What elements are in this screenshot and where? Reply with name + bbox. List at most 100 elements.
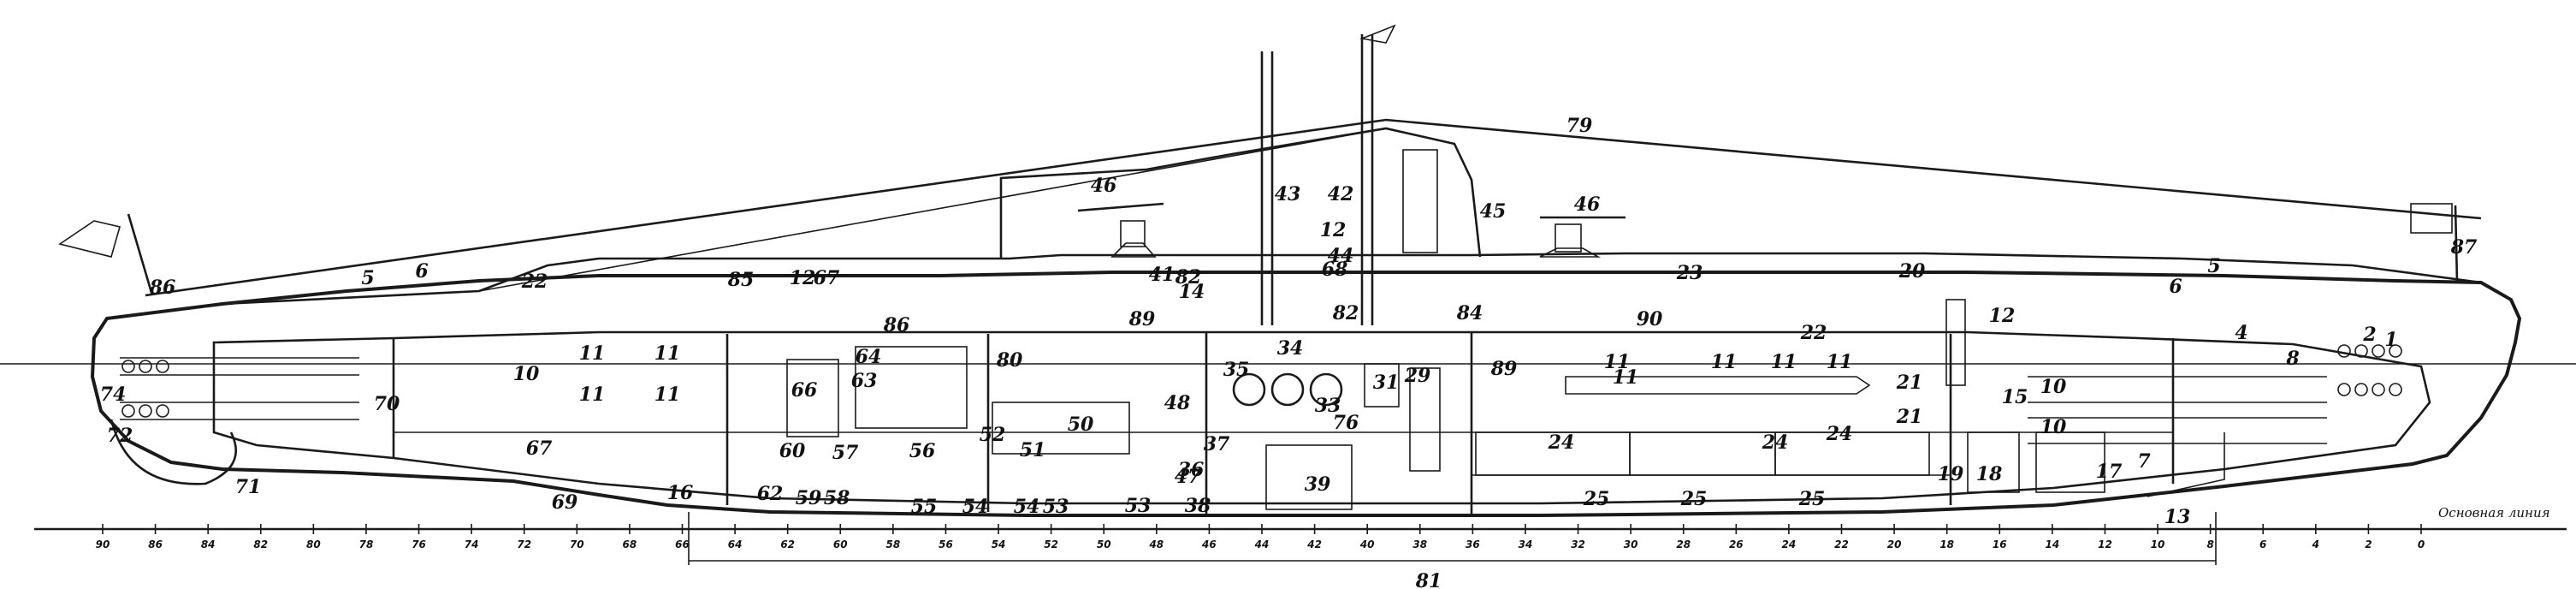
callout-70: 70 <box>374 393 400 415</box>
scale-label: 56 <box>939 538 953 550</box>
callout-89: 89 <box>1490 358 1518 380</box>
callout-69: 69 <box>552 491 578 514</box>
scale-label: 38 <box>1412 538 1427 550</box>
callout-6: 6 <box>415 260 428 283</box>
callout-52: 52 <box>980 424 1006 446</box>
callout-22: 22 <box>1800 322 1827 344</box>
callout-50: 50 <box>1068 413 1094 436</box>
callout-74: 74 <box>100 384 127 406</box>
callout-35: 35 <box>1223 359 1250 381</box>
scale-label: 54 <box>992 538 1006 550</box>
callout-47: 47 <box>1175 466 1201 488</box>
callout-11: 11 <box>1827 351 1853 373</box>
callout-58: 58 <box>824 487 850 509</box>
scale-label: 52 <box>1044 538 1058 550</box>
scale-label: 48 <box>1148 538 1164 550</box>
forward-gun <box>1077 202 1164 258</box>
scale-label: 8 <box>2206 538 2213 550</box>
scale-label: 82 <box>253 538 268 550</box>
callout-34: 34 <box>1277 337 1304 360</box>
scale-label: 42 <box>1306 538 1322 550</box>
scale-label: 14 <box>2046 538 2060 550</box>
callout-1: 1 <box>2384 329 2397 351</box>
scale-label: 78 <box>359 538 374 550</box>
callout-6: 6 <box>2169 276 2182 298</box>
callout-11: 11 <box>1613 366 1639 389</box>
callout-31: 31 <box>1373 372 1400 394</box>
callout-11: 11 <box>654 384 681 406</box>
aft-gun <box>1539 216 1626 258</box>
callout-62: 62 <box>757 483 784 505</box>
scale-label: 76 <box>412 538 426 550</box>
callout-24: 24 <box>1826 423 1853 445</box>
callout-22: 22 <box>521 271 548 293</box>
scale-label: 18 <box>1939 538 1954 550</box>
bow-bulb <box>110 419 237 485</box>
callout-12: 12 <box>1989 305 2016 327</box>
callout-79: 79 <box>1566 115 1593 137</box>
callout-14: 14 <box>1179 281 1205 303</box>
callout-60: 60 <box>779 440 806 462</box>
callout-5: 5 <box>2207 255 2220 277</box>
scale-label: 30 <box>1624 538 1638 550</box>
callout-46: 46 <box>1091 175 1117 197</box>
scale-label: 28 <box>1676 538 1691 550</box>
scale-label: 40 <box>1359 538 1375 550</box>
callout-76: 76 <box>1333 412 1359 434</box>
outer-hull <box>90 271 2522 517</box>
stern-torpedo-tubes <box>2028 344 2402 444</box>
scale-label: 16 <box>1993 538 2007 550</box>
callout-54: 54 <box>962 496 989 518</box>
scale-label: 12 <box>2098 538 2112 550</box>
scale-label: 62 <box>780 538 795 550</box>
callout-67: 67 <box>526 437 553 460</box>
mast-pennant <box>1359 24 1396 44</box>
callout-53: 53 <box>1125 495 1152 517</box>
callout-10: 10 <box>513 363 540 385</box>
scale-label: 60 <box>833 538 848 550</box>
callout-25: 25 <box>1583 488 1610 510</box>
bulkheads <box>392 332 2175 515</box>
bridge-housing <box>1402 149 1438 253</box>
callout-82: 82 <box>1175 266 1202 289</box>
callout-11: 11 <box>1771 351 1797 373</box>
callout-86: 86 <box>883 314 910 336</box>
callout-54: 54 <box>1014 496 1040 518</box>
callout-81: 81 <box>1415 570 1442 589</box>
callout-7: 7 <box>2137 450 2151 473</box>
callout-29: 29 <box>1404 365 1431 387</box>
callout-82: 82 <box>1332 302 1359 324</box>
scale-label: 4 <box>2312 538 2319 550</box>
callout-36: 36 <box>1178 459 1205 481</box>
scale-label: 80 <box>306 538 321 550</box>
scale-label: 22 <box>1834 538 1849 550</box>
callout-59: 59 <box>796 487 822 509</box>
callout-39: 39 <box>1305 473 1331 496</box>
scale-label: 58 <box>886 538 901 550</box>
callout-63: 63 <box>851 370 878 392</box>
callout-11: 11 <box>654 342 681 365</box>
callout-57: 57 <box>832 442 859 464</box>
callout-25: 25 <box>1680 488 1708 510</box>
callout-80: 80 <box>996 349 1023 372</box>
callout-23: 23 <box>1676 262 1703 284</box>
scale-label: 36 <box>1466 538 1480 550</box>
callout-24: 24 <box>1548 431 1575 454</box>
callout-2: 2 <box>2362 324 2376 346</box>
callout-33: 33 <box>1315 395 1341 417</box>
scale-label: 86 <box>148 538 163 550</box>
callout-13: 13 <box>2164 506 2191 528</box>
callout-53: 53 <box>1043 496 1069 518</box>
callout-4: 4 <box>2235 322 2247 344</box>
callout-12: 12 <box>1320 219 1347 241</box>
stern-flag <box>2410 203 2453 234</box>
superstructure-deck <box>222 252 2482 306</box>
callout-64: 64 <box>856 346 882 368</box>
callout-8: 8 <box>2285 348 2299 370</box>
callout-43: 43 <box>1275 183 1301 205</box>
callout-17: 17 <box>2096 461 2123 483</box>
callout-67: 67 <box>814 267 840 289</box>
